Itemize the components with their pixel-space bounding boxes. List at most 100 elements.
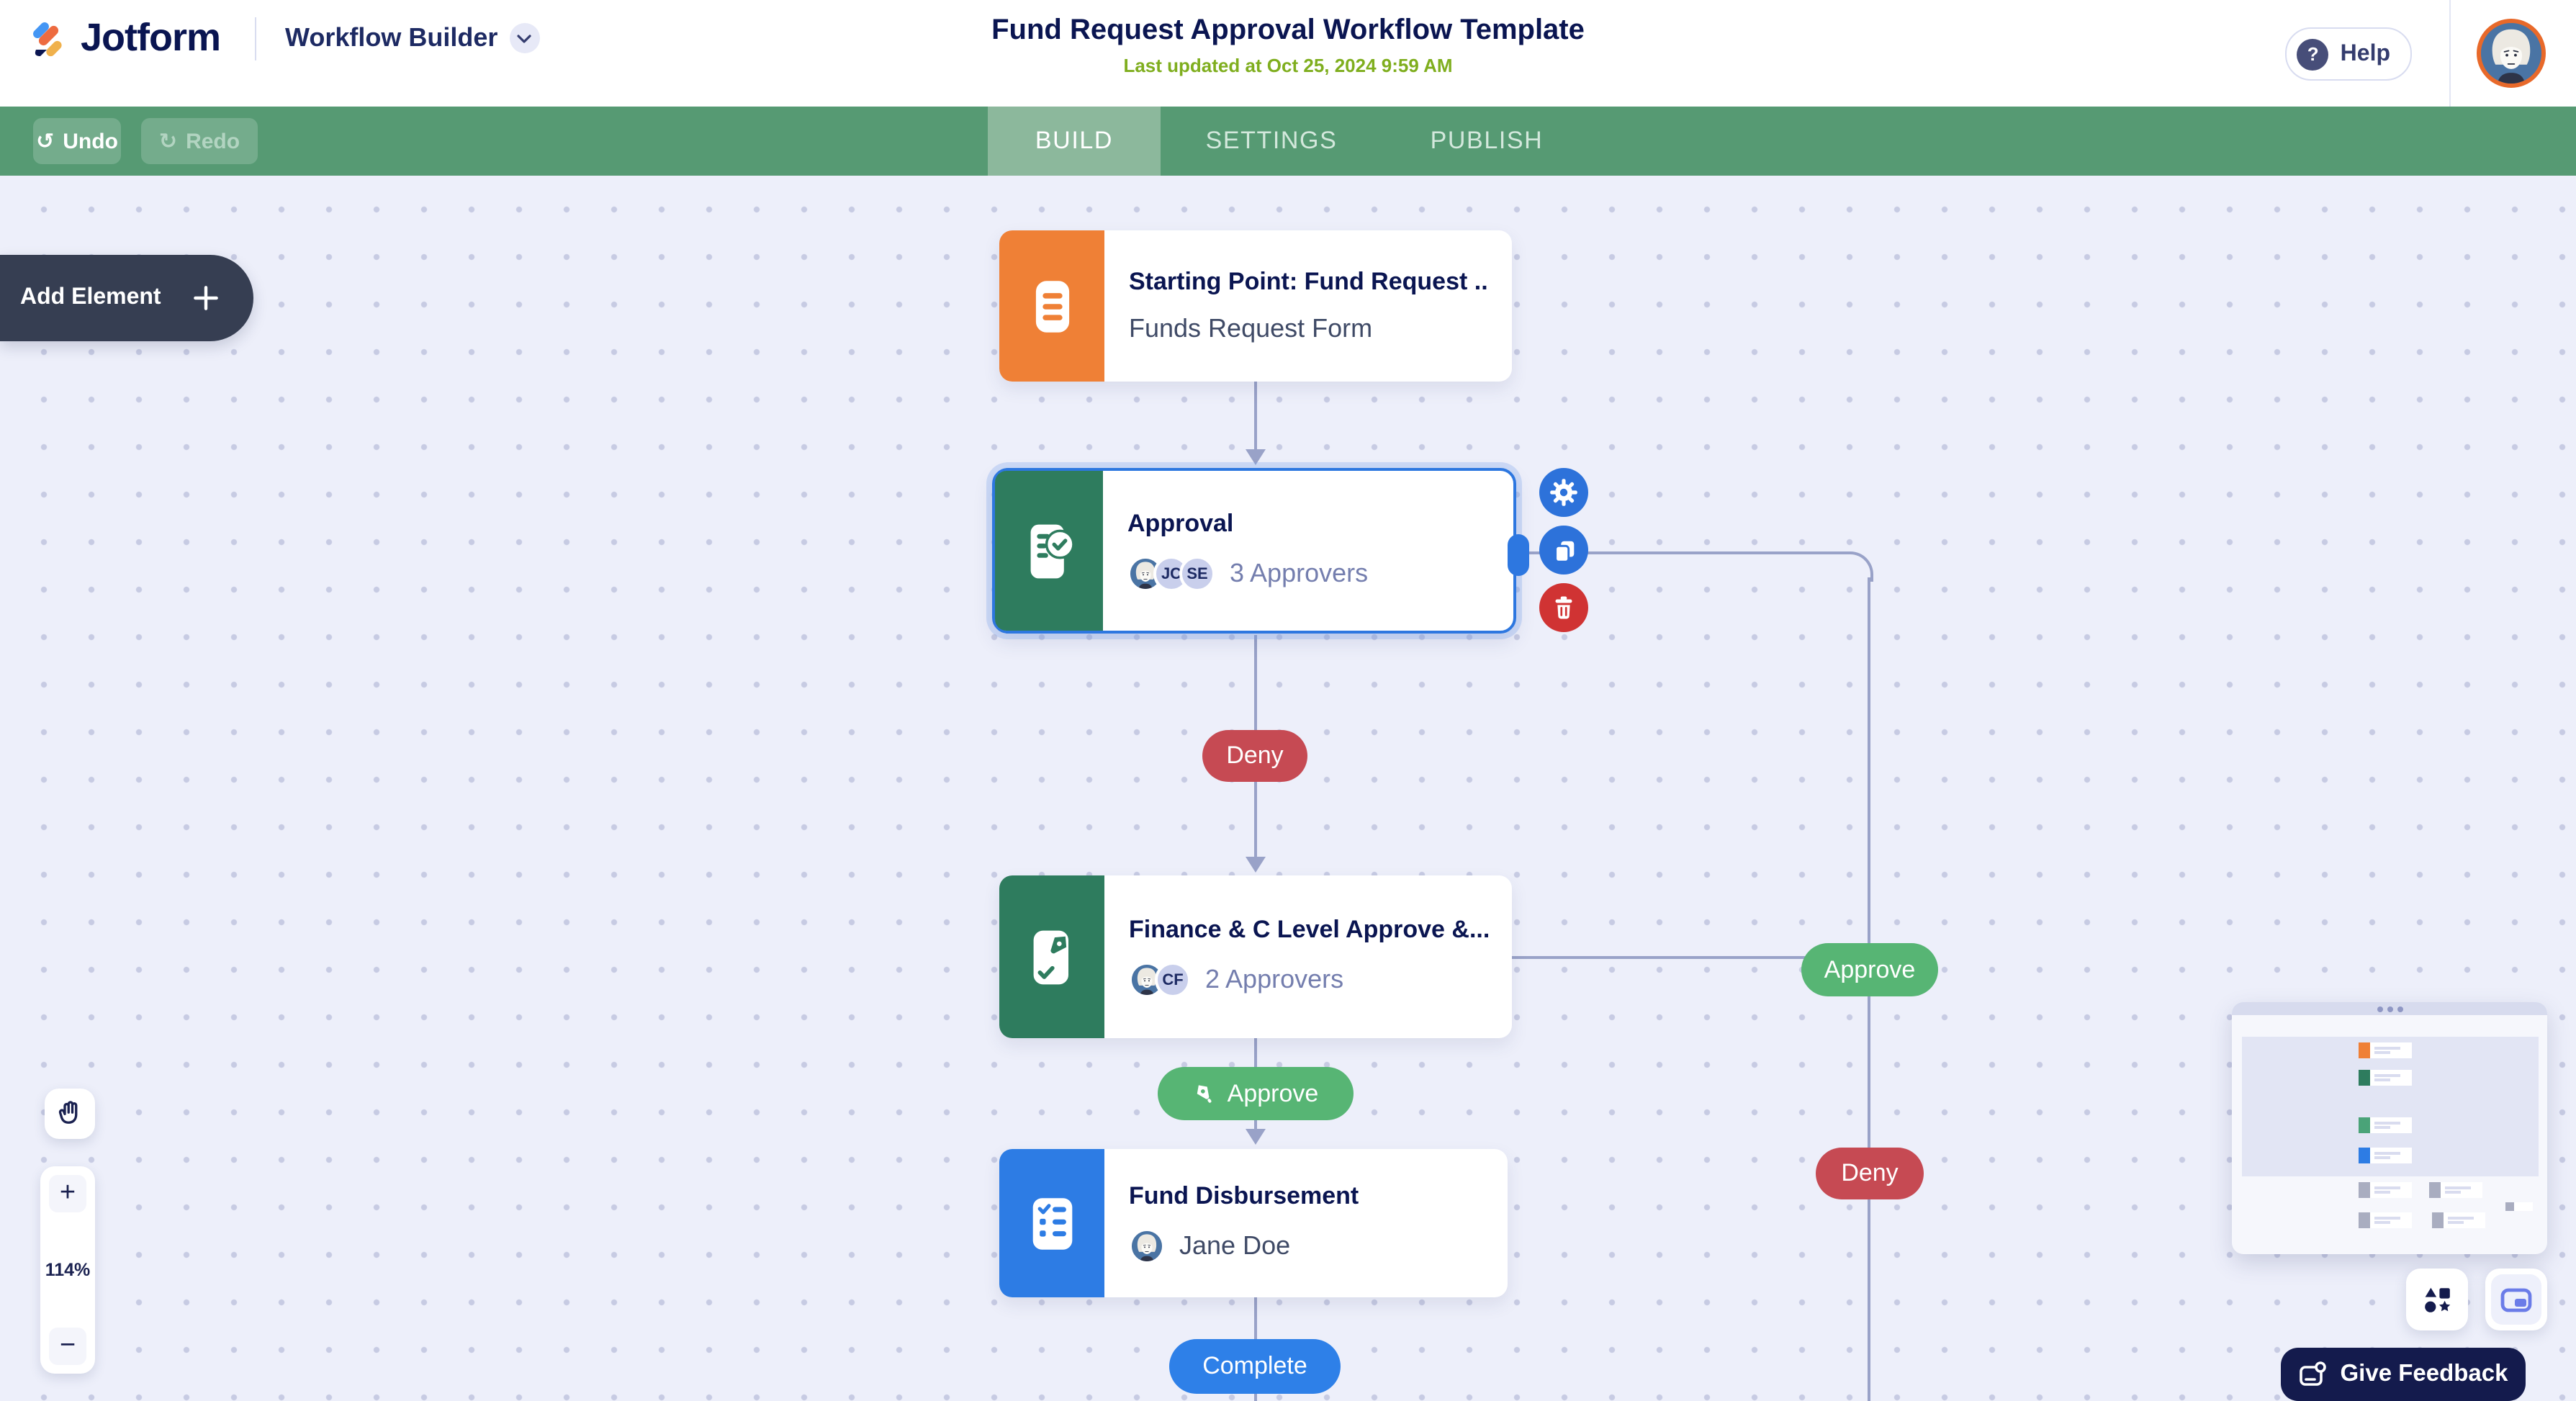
header-vertical-divider [2449,0,2451,107]
window-dot-icon [2377,1006,2382,1012]
minimap-node [2359,1070,2412,1086]
edge-start-to-approval [1254,382,1257,452]
elements-panel-button[interactable] [2406,1269,2468,1330]
give-feedback-button[interactable]: Give Feedback [2281,1348,2526,1401]
minimap-node [2359,1182,2412,1198]
header-divider [255,17,256,60]
add-element-label: Add Element [20,285,161,310]
minimap-titlebar [2232,1002,2547,1015]
node-body: Finance & C Level Approve &... CF 2 Appr… [1104,875,1512,1038]
minimap-node [2505,1202,2533,1211]
logo-group: Jotform Workflow Builder [33,16,540,60]
node-title: Fund Disbursement [1129,1182,1359,1209]
minimap[interactable] [2232,1002,2547,1254]
edge-approval-right-horizontal [1529,551,1843,554]
node-approval[interactable]: Approval JC SE 3 Approvers [992,468,1516,634]
node-title: Finance & C Level Approve &... [1129,916,1489,943]
deny-right-label: Deny [1841,1159,1899,1186]
approval-icon [995,471,1103,631]
help-button[interactable]: ? Help [2285,27,2412,81]
pen-nib-icon [1193,1081,1217,1106]
branch-deny-pill[interactable]: Deny [1202,730,1307,782]
feedback-icon [2299,1360,2328,1389]
zoom-out-button[interactable]: − [49,1328,86,1365]
help-label: Help [2340,41,2390,66]
minimap-toggle-inner [2491,1274,2541,1325]
assignee-avatar [1129,1228,1165,1264]
approvers-row: CF 2 Approvers [1129,962,1489,998]
branch-approve-pill[interactable]: Approve [1158,1067,1354,1120]
window-dot-icon [2397,1006,2402,1012]
approvers-row: JC SE 3 Approvers [1127,556,1490,592]
shapes-icon [2421,1284,2453,1315]
title-block: Fund Request Approval Workflow Template … [0,14,2576,76]
redo-icon: ↻ [158,129,178,153]
form-icon [999,230,1104,382]
feedback-label: Give Feedback [2340,1361,2508,1387]
approver-initials: SE [1179,556,1215,592]
node-starting-point[interactable]: Starting Point: Fund Request ... Funds R… [999,230,1512,382]
edge-corner [1843,551,1873,582]
zoom-level: 114% [45,1260,91,1280]
node-duplicate-button[interactable] [1539,526,1588,575]
node-fund-disbursement[interactable]: Fund Disbursement Jane Doe [999,1149,1508,1297]
logo-text[interactable]: Jotform [81,16,221,59]
branch-complete-pill[interactable]: Complete [1169,1339,1341,1394]
user-avatar[interactable] [2477,19,2546,88]
redo-button[interactable]: ↻ Redo [141,118,258,164]
product-switcher[interactable]: Workflow Builder [285,23,540,53]
minimap-node [2359,1212,2412,1228]
node-body: Fund Disbursement Jane Doe [1104,1149,1508,1297]
node-title: Starting Point: Fund Request ... [1129,268,1489,295]
zoom-in-button[interactable]: + [49,1175,86,1212]
hand-icon [55,1099,85,1129]
node-body: Approval JC SE 3 Approvers [1103,471,1513,631]
approver-initials: CF [1155,962,1191,998]
undo-button[interactable]: ↺ Undo [33,118,121,164]
chevron-down-icon[interactable] [509,23,540,53]
assignee-name: Jane Doe [1179,1231,1291,1260]
minimap-node [2429,1182,2482,1198]
pan-tool-button[interactable] [45,1089,95,1139]
arrowhead-approval [1246,449,1266,465]
branch-deny-right-pill[interactable]: Deny [1816,1148,1924,1199]
sign-icon [999,875,1104,1038]
tab-publish[interactable]: PUBLISH [1430,127,1544,154]
node-delete-button[interactable] [1539,583,1588,632]
deny-label: Deny [1226,742,1284,769]
tab-build[interactable]: BUILD [988,107,1161,176]
workflow-canvas[interactable]: Add Element Starting Point: Fund Request… [0,176,2576,1401]
node-title: Approval [1127,510,1234,537]
minimap-node [2359,1117,2412,1133]
jotform-logo-icon[interactable] [33,19,66,58]
arrowhead-fund [1246,1129,1266,1145]
page-title: Fund Request Approval Workflow Template [991,14,1585,46]
main-tabs: BUILD SETTINGS PUBLISH [988,107,1591,176]
app-header: Jotform Workflow Builder Fund Request Ap… [0,0,2576,107]
last-updated-text: Last updated at Oct 25, 2024 9:59 AM [1123,55,1453,76]
minimap-toggle-button[interactable] [2485,1269,2547,1330]
tab-settings[interactable]: SETTINGS [1205,127,1338,154]
window-dot-icon [2387,1006,2392,1012]
edge-finance-right-horizontal [1512,956,1868,959]
connector-handle[interactable] [1508,534,1529,576]
undo-label: Undo [63,129,118,153]
node-body: Starting Point: Fund Request ... Funds R… [1104,230,1512,382]
assignee-row: Jane Doe [1129,1228,1485,1264]
minimap-node [2359,1042,2412,1058]
complete-label: Complete [1202,1352,1307,1379]
plus-icon [190,282,222,314]
approve-right-label: Approve [1824,955,1916,983]
zoom-controls: + 114% − [40,1166,95,1374]
action-toolbar: ↺ Undo ↻ Redo BUILD SETTINGS PUBLISH [0,107,2576,176]
node-settings-button[interactable] [1539,468,1588,517]
add-element-button[interactable]: Add Element [0,255,253,341]
task-checklist-icon [999,1149,1104,1297]
undo-icon: ↺ [36,129,55,153]
branch-approve-right-pill[interactable]: Approve [1801,943,1938,996]
node-subtitle: Funds Request Form [1129,314,1373,343]
node-finance-approval[interactable]: Finance & C Level Approve &... CF 2 Appr… [999,875,1512,1038]
approve-label: Approve [1227,1079,1319,1107]
approvers-count: 2 Approvers [1205,965,1344,994]
